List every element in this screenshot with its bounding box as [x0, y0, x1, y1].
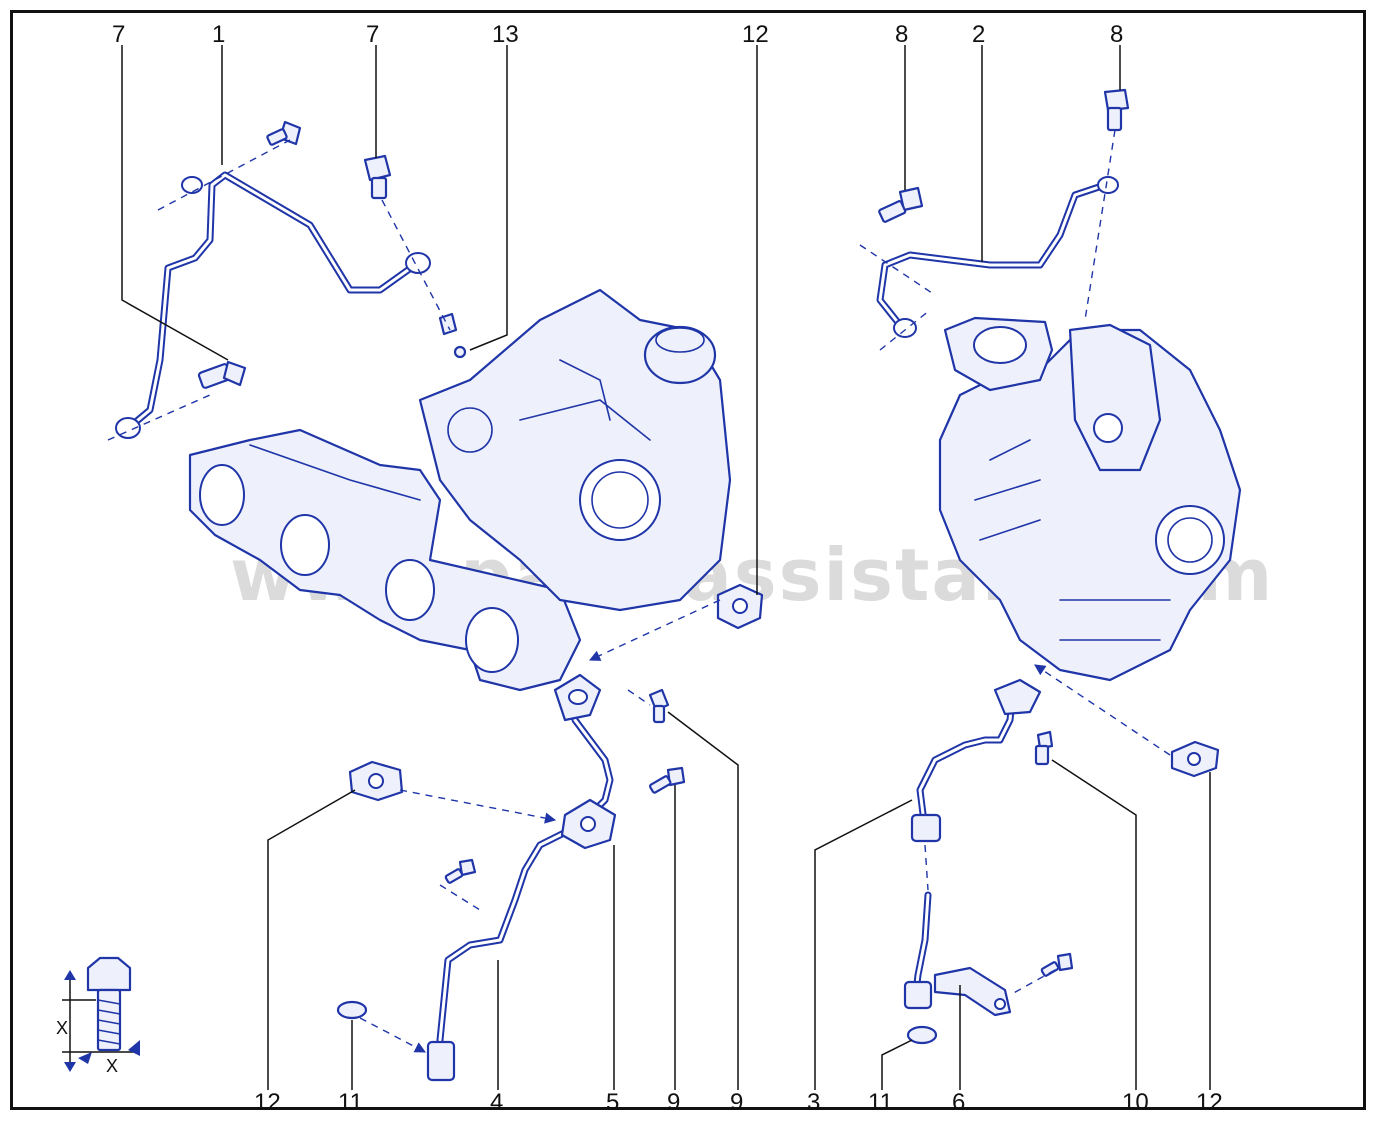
- callout-9-b: 9: [730, 1089, 743, 1116]
- callout-10: 10: [1122, 1089, 1149, 1116]
- dimension-label-width: X: [106, 1056, 118, 1076]
- callout-12-top: 12: [742, 21, 769, 48]
- oil-feed-pipe-1: [115, 171, 431, 439]
- callout-11-a: 11: [338, 1089, 363, 1116]
- oil-feed-pipe-2: [876, 176, 1119, 338]
- bolt-10: [1034, 730, 1054, 766]
- o-ring-11b: [906, 1025, 938, 1045]
- callout-12-b: 12: [1196, 1089, 1223, 1116]
- callout-1: 1: [212, 21, 225, 48]
- callout-2: 2: [972, 21, 985, 48]
- callout-3: 3: [807, 1089, 820, 1116]
- oil-return-pipe-4: [426, 673, 614, 1082]
- banjo-bolt-7a: [197, 360, 247, 389]
- oil-return-pipe-6: [903, 891, 1012, 1017]
- callout-12-a: 12: [254, 1089, 281, 1116]
- callouts-top: 7 1 7 13 12 8 2 8: [112, 21, 1123, 48]
- turbocharger-left: [418, 288, 732, 612]
- callout-8-a: 8: [895, 21, 908, 48]
- dimension-label-length: X: [56, 1018, 68, 1038]
- gasket-12c: [1170, 740, 1220, 778]
- callout-7-b: 7: [366, 21, 379, 48]
- banjo-bolt-7b: [363, 154, 392, 200]
- leader-lines: [121, 45, 1211, 1090]
- banjo-bolt-8b: [1103, 88, 1130, 132]
- bolt-small-lower: [444, 858, 477, 884]
- callout-8-b: 8: [1110, 21, 1123, 48]
- flange-5: [560, 798, 617, 850]
- bolt-top-small: [266, 120, 302, 146]
- exhaust-manifold: [188, 428, 582, 692]
- bolt-9b: [648, 766, 686, 794]
- seal-washer-13: [438, 312, 467, 359]
- turbocharger-right: [938, 316, 1242, 682]
- callout-4: 4: [490, 1089, 503, 1116]
- oil-return-pipe-3: [910, 678, 1042, 843]
- bolt-dimension-icon: X X: [56, 956, 140, 1076]
- callout-9-a: 9: [667, 1089, 680, 1116]
- callouts-bottom: 12 11 4 5 9 9 3 11 6 10 12: [254, 1089, 1223, 1116]
- assembly-lines: [107, 129, 1171, 1053]
- callout-5: 5: [606, 1089, 619, 1116]
- bolt-9a: [648, 688, 670, 724]
- callout-6: 6: [952, 1089, 965, 1116]
- gasket-12b: [348, 760, 404, 802]
- gasket-12a: [716, 583, 764, 630]
- banjo-bolt-8a: [878, 186, 924, 223]
- o-ring-11a: [336, 1000, 368, 1020]
- callout-11-b: 11: [868, 1089, 893, 1116]
- callout-13: 13: [492, 21, 519, 48]
- bolt-small-right: [1040, 952, 1074, 977]
- callout-7-a: 7: [112, 21, 125, 48]
